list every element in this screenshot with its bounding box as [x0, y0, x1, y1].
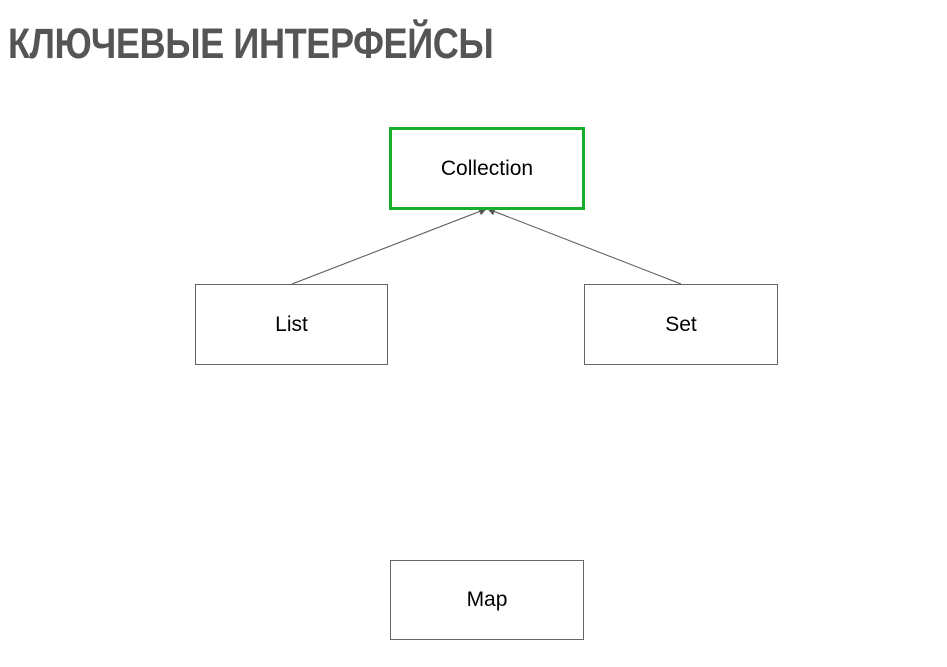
collection-node: Collection: [389, 127, 585, 210]
map-label: Map: [466, 588, 508, 611]
edge-set-to-collection: [487, 207, 682, 285]
map-node: Map: [390, 560, 584, 640]
collection-label: Collection: [440, 156, 534, 180]
set-label: Set: [665, 312, 697, 336]
list-label: List: [275, 312, 308, 336]
list-node: List: [195, 284, 388, 365]
set-node: Set: [584, 284, 778, 365]
edge-list-to-collection: [291, 207, 487, 285]
page-title: КЛЮЧЕВЫЕ ИНТЕРФЕЙСЫ: [8, 20, 494, 68]
